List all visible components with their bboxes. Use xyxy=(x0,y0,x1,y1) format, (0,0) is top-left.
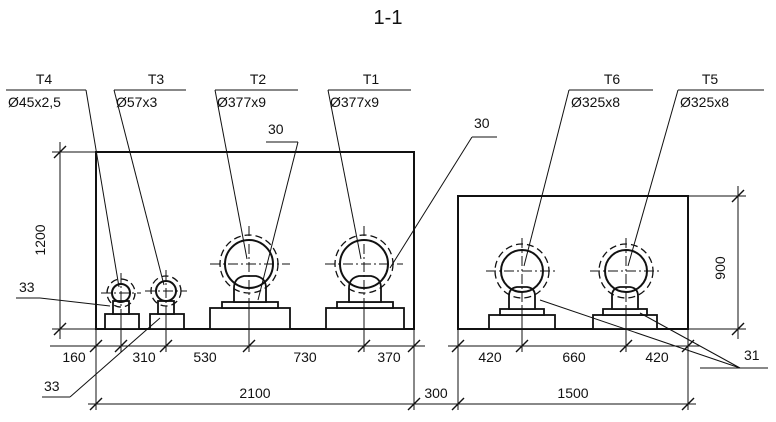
svg-text:Ø325x8: Ø325x8 xyxy=(680,94,729,110)
svg-text:33: 33 xyxy=(44,378,60,394)
dim-chain-row1: 160 310 530 730 370 420 660 420 xyxy=(50,302,700,410)
pipe-t5 xyxy=(590,238,662,306)
svg-text:T2: T2 xyxy=(250,71,267,87)
svg-text:310: 310 xyxy=(132,349,156,365)
dim-chain-totals: 2100 300 1500 xyxy=(88,385,696,411)
label-t1: T1 Ø377x9 xyxy=(327,71,411,260)
support-t1 xyxy=(325,275,405,330)
label-t3: T3 Ø57x3 xyxy=(113,71,186,286)
svg-text:Ø325x8: Ø325x8 xyxy=(571,94,620,110)
callout-30-right: 30 xyxy=(389,115,497,269)
svg-text:Ø45x2,5: Ø45x2,5 xyxy=(8,94,61,110)
svg-text:1500: 1500 xyxy=(557,385,588,401)
section-title: 1-1 xyxy=(374,7,403,29)
svg-text:Ø377x9: Ø377x9 xyxy=(217,94,266,110)
svg-text:420: 420 xyxy=(478,349,502,365)
support-t2 xyxy=(209,275,291,330)
support-t3 xyxy=(149,300,185,330)
support-t4 xyxy=(104,300,140,330)
callout-31: 31 xyxy=(539,299,768,369)
callout-30-left: 30 xyxy=(257,121,299,301)
svg-text:31: 31 xyxy=(744,347,760,363)
svg-text:Ø377x9: Ø377x9 xyxy=(330,94,379,110)
label-t5: T5 Ø325x8 xyxy=(627,71,764,267)
svg-text:2100: 2100 xyxy=(239,385,270,401)
callout-33-top: 33 xyxy=(16,279,111,307)
label-t4: T4 Ø45x2,5 xyxy=(6,71,120,288)
svg-text:T5: T5 xyxy=(702,71,719,87)
svg-text:T4: T4 xyxy=(36,71,53,87)
svg-text:160: 160 xyxy=(62,349,86,365)
pipe-t3 xyxy=(145,270,187,312)
pipe-t4 xyxy=(101,273,141,313)
svg-text:370: 370 xyxy=(377,349,401,365)
svg-text:420: 420 xyxy=(645,349,669,365)
support-t5 xyxy=(592,286,658,330)
svg-text:530: 530 xyxy=(193,349,217,365)
callout-33-bottom: 33 xyxy=(42,317,161,398)
svg-text:300: 300 xyxy=(424,385,448,401)
svg-text:730: 730 xyxy=(293,349,317,365)
right-channel xyxy=(457,195,689,330)
svg-text:30: 30 xyxy=(268,121,284,137)
svg-text:T6: T6 xyxy=(604,71,621,87)
svg-text:660: 660 xyxy=(562,349,586,365)
svg-text:1200: 1200 xyxy=(32,224,48,255)
svg-text:Ø57x3: Ø57x3 xyxy=(116,94,157,110)
dim-height-left: 1200 xyxy=(32,142,96,339)
svg-text:33: 33 xyxy=(19,279,35,295)
pipe-t6 xyxy=(486,238,558,306)
dim-height-right: 900 xyxy=(688,186,746,339)
label-t2: T2 Ø377x9 xyxy=(214,71,298,260)
svg-text:T3: T3 xyxy=(148,71,165,87)
label-t6: T6 Ø325x8 xyxy=(523,71,653,267)
pipe-t2 xyxy=(210,226,290,302)
pipe-t1 xyxy=(325,226,403,302)
svg-text:30: 30 xyxy=(474,115,490,131)
svg-text:900: 900 xyxy=(712,256,728,280)
svg-text:T1: T1 xyxy=(363,71,380,87)
